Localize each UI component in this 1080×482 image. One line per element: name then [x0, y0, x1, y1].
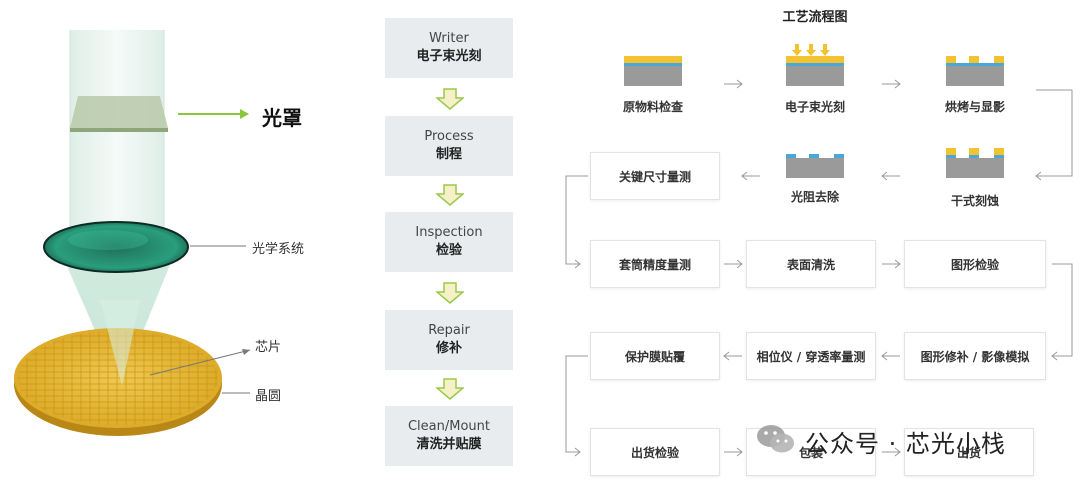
caption-resist-strip: 光阻去除 — [790, 190, 839, 204]
box-shipping: 出货 — [904, 428, 1034, 476]
step-zh-label: 清洗并贴膜 — [416, 437, 482, 452]
box-outgoing-inspect: 出货检验 — [590, 428, 720, 476]
watermark-text: 公众号 · 芯光小栈 — [805, 430, 1006, 458]
flow-title: 工艺流程图 — [782, 10, 848, 25]
watermark: 公众号 · 芯光小栈 — [755, 420, 1065, 460]
box-repair-simulation: 图形修补 / 影像模拟 — [904, 332, 1046, 380]
light-column — [70, 30, 164, 245]
resist-strip-icon — [786, 154, 844, 178]
wafer-label: 晶圆 — [255, 389, 282, 404]
lens — [43, 221, 189, 273]
box-surface-clean: 表面清洗 — [746, 240, 876, 288]
step-clean-mount: Clean/Mount 清洗并贴膜 — [385, 406, 513, 466]
step-inspection: Inspection 检验 — [385, 212, 513, 272]
step-en-label: Process — [424, 129, 474, 144]
step-zh-label: 电子束光刻 — [416, 49, 482, 64]
step-zh-label: 制程 — [435, 147, 462, 162]
caption-dry-etch: 干式刻蚀 — [950, 194, 999, 208]
wechat-icon — [757, 425, 794, 453]
step-writer: Writer 电子束光刻 — [385, 18, 513, 78]
box-pellicle: 保护膜贴覆 — [590, 332, 720, 380]
raw-material-icon — [624, 56, 682, 86]
down-arrow-icon — [436, 378, 464, 400]
step-en-label: Inspection — [415, 225, 483, 240]
optics-label: 光学系统 — [252, 242, 305, 257]
caption-ebeam: 电子束光刻 — [784, 100, 845, 114]
step-en-label: Repair — [428, 323, 470, 338]
box-pattern-inspect: 图形检验 — [904, 240, 1046, 288]
box-cd-measure: 关键尺寸量测 — [590, 152, 720, 200]
caption-raw-material: 原物料检查 — [622, 100, 683, 114]
dry-etch-icon — [946, 148, 1004, 178]
ebeam-litho-icon — [786, 44, 844, 86]
optical-system-drawing — [14, 30, 251, 436]
step-zh-label: 修补 — [435, 341, 462, 356]
down-arrow-icon — [436, 88, 464, 110]
bake-develop-icon — [946, 56, 1004, 86]
step-en-label: Clean/Mount — [407, 419, 491, 434]
lithography-illustration: 光罩 光学系统 芯片 晶圆 — [0, 0, 370, 482]
box-overlay-measure: 套筒精度量测 — [590, 240, 720, 288]
step-en-label: Writer — [429, 31, 469, 46]
down-arrow-icon — [436, 184, 464, 206]
photomask-plate — [70, 96, 168, 128]
step-zh-label: 检验 — [435, 243, 462, 258]
step-repair: Repair 修补 — [385, 310, 513, 370]
photomask-label: 光罩 — [262, 106, 302, 130]
chip-label: 芯片 — [255, 340, 282, 355]
caption-bake-develop: 烘烤与显影 — [944, 100, 1005, 114]
step-process: Process 制程 — [385, 116, 513, 176]
box-phase-transmittance: 相位仪 / 穿透率量测 — [746, 332, 876, 380]
down-arrow-icon — [436, 282, 464, 304]
